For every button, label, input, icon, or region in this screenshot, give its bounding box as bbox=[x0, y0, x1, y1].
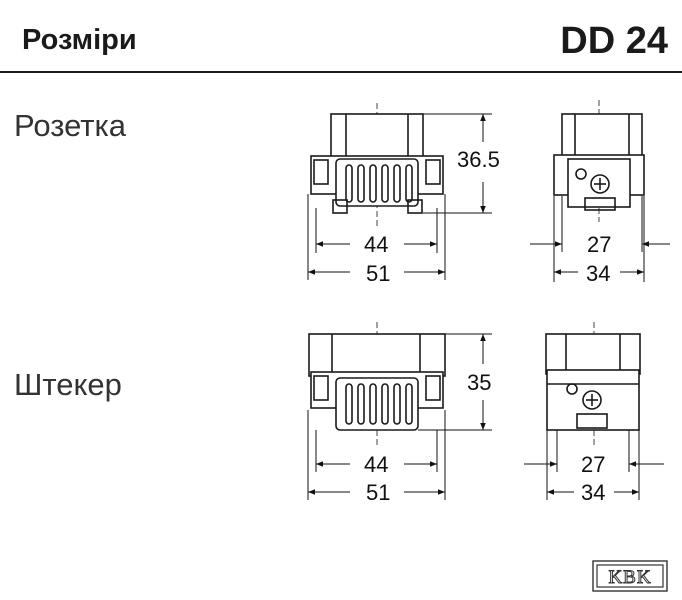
socket-front-view bbox=[310, 103, 444, 228]
socket-inner-width-dim: 44 bbox=[364, 232, 388, 257]
socket-side-dimensions bbox=[530, 196, 670, 282]
plug-side-view bbox=[545, 322, 641, 445]
page-title: Розміри bbox=[22, 24, 137, 56]
plug-front-dimensions bbox=[307, 333, 492, 500]
header-rule bbox=[0, 71, 682, 73]
socket-label: Розетка bbox=[14, 108, 126, 143]
plug-front-view bbox=[308, 322, 446, 445]
socket-side-inner-dim: 27 bbox=[587, 232, 611, 257]
socket-side-outer-dim: 34 bbox=[586, 261, 610, 286]
header: Розміри DD 24 bbox=[0, 0, 682, 74]
socket-front-dimensions bbox=[307, 113, 492, 280]
plug-side-outer-dim: 34 bbox=[581, 480, 605, 505]
plug-outer-width-dim: 51 bbox=[366, 480, 390, 505]
kbk-logo: KBK bbox=[592, 560, 668, 592]
plug-label: Штекер bbox=[14, 367, 122, 402]
model-name: DD 24 bbox=[560, 20, 668, 62]
logo-text: KBK bbox=[608, 567, 651, 588]
socket-side-view bbox=[553, 100, 645, 222]
socket-height-dim: 36.5 bbox=[457, 147, 500, 172]
socket-outer-width-dim: 51 bbox=[366, 261, 390, 286]
plug-height-dim: 35 bbox=[467, 370, 491, 395]
plug-side-inner-dim: 27 bbox=[581, 452, 605, 477]
plug-side-dimensions bbox=[524, 430, 664, 500]
plug-inner-width-dim: 44 bbox=[364, 452, 388, 477]
